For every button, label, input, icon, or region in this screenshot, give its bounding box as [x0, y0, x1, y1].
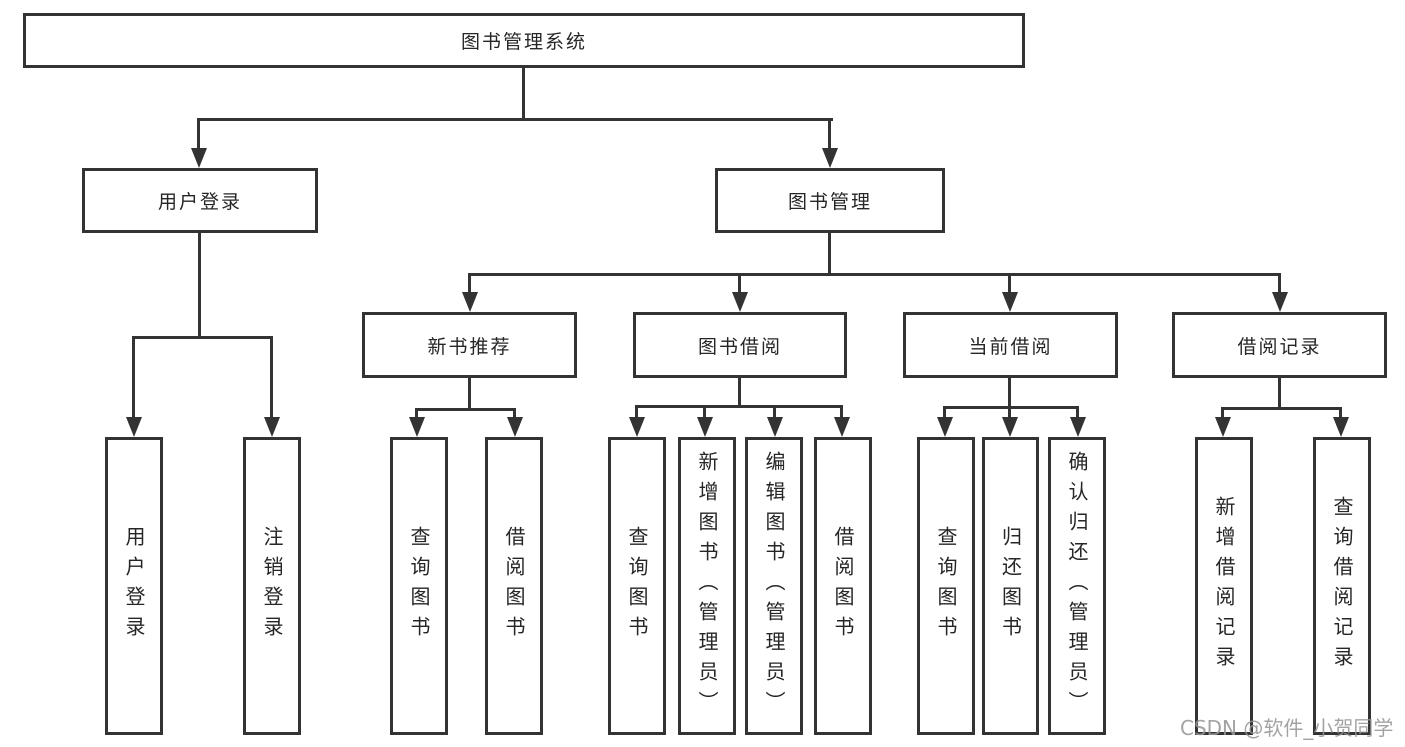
connector-borrow-drop-2	[703, 405, 706, 419]
leaf-bookborrow-borrow-label: 借阅图书	[831, 526, 855, 646]
node-user-login-label: 用户登录	[157, 191, 242, 213]
connector-records-bar	[1221, 407, 1342, 410]
arrowhead-new-book	[462, 292, 478, 312]
node-current-borrow: 当前借阅	[903, 312, 1118, 378]
leaf-current-return: 归还图书	[982, 437, 1039, 735]
connector-borrow-drop-1	[635, 405, 638, 419]
arrowhead-records-leaf-1	[1215, 417, 1231, 437]
arrowhead-newbook-leaf-1	[409, 417, 425, 437]
connector-mgmt-drop-1	[468, 273, 471, 294]
leaf-bookborrow-add-admin-label: 新增图书（管理员）	[695, 451, 719, 721]
node-book-management: 图书管理	[715, 168, 945, 233]
arrowhead-user-login	[191, 148, 207, 168]
leaf-logout: 注销登录	[243, 437, 301, 735]
leaf-bookborrow-query-label: 查询图书	[625, 526, 649, 646]
connector-borrow-bar	[635, 405, 843, 408]
leaf-bookborrow-add-admin: 新增图书（管理员）	[678, 437, 736, 735]
leaf-current-confirm-admin-label: 确认归还（管理员）	[1065, 451, 1089, 721]
connector-login-drop-2	[270, 336, 273, 419]
arrowhead-current-leaf-2	[1002, 417, 1018, 437]
arrowhead-borrow-leaf-2	[697, 417, 713, 437]
leaf-bookborrow-borrow: 借阅图书	[814, 437, 872, 735]
arrowhead-current-leaf-3	[1070, 417, 1086, 437]
arrowhead-current-leaf-1	[937, 417, 953, 437]
leaf-records-query: 查询借阅记录	[1313, 437, 1371, 735]
node-new-book-recommend-label: 新书推荐	[427, 335, 512, 358]
connector-newbook-drop-2	[513, 408, 516, 419]
node-book-borrow: 图书借阅	[633, 312, 847, 378]
leaf-records-query-label: 查询借阅记录	[1330, 496, 1354, 676]
csdn-watermark: CSDN @软件_小贺同学	[1180, 716, 1394, 740]
leaf-newbook-query-label: 查询图书	[407, 526, 431, 646]
leaf-current-confirm-admin: 确认归还（管理员）	[1048, 437, 1106, 735]
connector-root-stem	[522, 68, 525, 118]
connector-newbook-stem	[468, 378, 471, 408]
arrowhead-borrow-leaf-1	[629, 417, 645, 437]
connector-root-bar	[197, 118, 833, 121]
node-root-label: 图书管理系统	[460, 31, 587, 53]
connector-login-bar	[132, 336, 273, 339]
connector-mgmt-drop-3	[1008, 273, 1011, 294]
leaf-newbook-borrow: 借阅图书	[485, 437, 543, 735]
arrowhead-book-borrow	[732, 292, 748, 312]
connector-newbook-bar	[415, 408, 516, 411]
connector-borrow-stem	[738, 378, 741, 405]
arrowhead-login-leaf-2	[264, 417, 280, 437]
connector-current-drop-3	[1076, 406, 1079, 419]
arrowhead-current-borrow	[1002, 292, 1018, 312]
connector-records-stem	[1278, 378, 1281, 407]
arrowhead-borrow-records	[1272, 292, 1288, 312]
arrowhead-borrow-leaf-4	[834, 417, 850, 437]
arrowhead-login-leaf-1	[126, 417, 142, 437]
connector-root-drop-right	[828, 118, 831, 150]
node-book-management-label: 图书管理	[787, 191, 872, 213]
arrowhead-records-leaf-2	[1333, 417, 1349, 437]
leaf-newbook-borrow-label: 借阅图书	[502, 526, 526, 646]
connector-current-drop-1	[943, 406, 946, 419]
leaf-current-return-label: 归还图书	[998, 526, 1023, 646]
leaf-current-query: 查询图书	[917, 437, 975, 735]
connector-current-bar	[943, 406, 1079, 409]
leaf-bookborrow-edit-admin-label: 编辑图书（管理员）	[762, 451, 786, 721]
connector-mgmt-drop-4	[1278, 273, 1281, 294]
node-borrow-records: 借阅记录	[1172, 312, 1387, 378]
leaf-user-login: 用户登录	[105, 437, 163, 735]
connector-mgmt-drop-2	[738, 273, 741, 294]
connector-login-drop-1	[132, 336, 135, 419]
connector-records-drop-2	[1339, 407, 1342, 419]
node-borrow-records-label: 借阅记录	[1237, 335, 1322, 358]
arrowhead-book-management	[822, 148, 838, 168]
leaf-bookborrow-edit-admin: 编辑图书（管理员）	[745, 437, 803, 735]
node-root: 图书管理系统	[23, 13, 1025, 68]
arrowhead-newbook-leaf-2	[507, 417, 523, 437]
arrowhead-borrow-leaf-3	[767, 417, 783, 437]
leaf-newbook-query: 查询图书	[390, 437, 448, 735]
connector-current-drop-2	[1008, 406, 1011, 419]
leaf-records-add: 新增借阅记录	[1195, 437, 1253, 735]
leaf-records-add-label: 新增借阅记录	[1212, 496, 1236, 676]
connector-borrow-drop-4	[840, 405, 843, 419]
connector-newbook-drop-1	[415, 408, 418, 419]
connector-records-drop-1	[1221, 407, 1224, 419]
node-book-borrow-label: 图书借阅	[697, 335, 782, 358]
connector-mgmt-bar	[468, 273, 1281, 276]
connector-current-stem	[1008, 378, 1011, 406]
node-user-login: 用户登录	[82, 168, 318, 233]
leaf-current-query-label: 查询图书	[934, 526, 958, 646]
node-current-borrow-label: 当前借阅	[968, 335, 1053, 358]
node-new-book-recommend: 新书推荐	[362, 312, 577, 378]
leaf-bookborrow-query: 查询图书	[608, 437, 666, 735]
connector-borrow-drop-3	[773, 405, 776, 419]
leaf-logout-label: 注销登录	[260, 526, 284, 646]
connector-login-stem	[198, 233, 201, 336]
leaf-user-login-label: 用户登录	[122, 526, 146, 646]
connector-root-drop-left	[197, 118, 200, 150]
connector-mgmt-stem	[828, 233, 831, 273]
